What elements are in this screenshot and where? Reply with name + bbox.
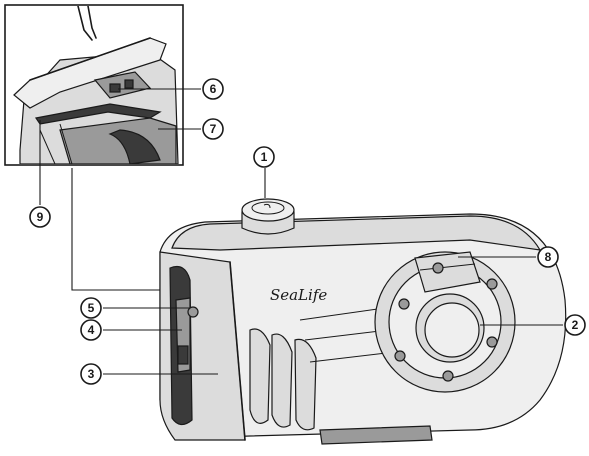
callout-7-number: 7 — [210, 122, 217, 136]
leader-lines — [39, 88, 563, 375]
callout-1: 1 — [253, 146, 275, 168]
lens-assembly — [374, 251, 516, 393]
callout-9-number: 9 — [37, 210, 44, 224]
brand-logo: SeaLife — [270, 286, 327, 304]
callout-3: 3 — [80, 363, 102, 385]
callout-3-circle — [80, 363, 102, 385]
callout-2-number: 2 — [572, 318, 579, 332]
callout-7-circle — [202, 118, 224, 140]
callout-8-number: 8 — [545, 250, 552, 264]
callout-8-circle — [537, 246, 559, 268]
callout-3-number: 3 — [88, 367, 95, 381]
callout-2: 2 — [564, 314, 586, 336]
callout-9-circle — [29, 206, 51, 228]
callout-8: 8 — [537, 246, 559, 268]
callout-6: 6 — [202, 78, 224, 100]
inset-detail-view — [4, 4, 184, 166]
callout-4-circle — [80, 319, 102, 341]
callout-4: 4 — [80, 319, 102, 341]
callout-6-circle — [202, 78, 224, 100]
callout-5: 5 — [80, 297, 102, 319]
callout-5-number: 5 — [88, 301, 95, 315]
callout-5-circle — [80, 297, 102, 319]
callout-2-circle — [564, 314, 586, 336]
callout-4-number: 4 — [88, 323, 95, 337]
callout-6-number: 6 — [210, 82, 217, 96]
callout-7: 7 — [202, 118, 224, 140]
shutter-button — [241, 198, 295, 235]
callout-1-circle — [253, 146, 275, 168]
camera-body: SeaLife — [159, 198, 567, 445]
callout-1-number: 1 — [261, 150, 268, 164]
callout-9: 9 — [29, 206, 51, 228]
